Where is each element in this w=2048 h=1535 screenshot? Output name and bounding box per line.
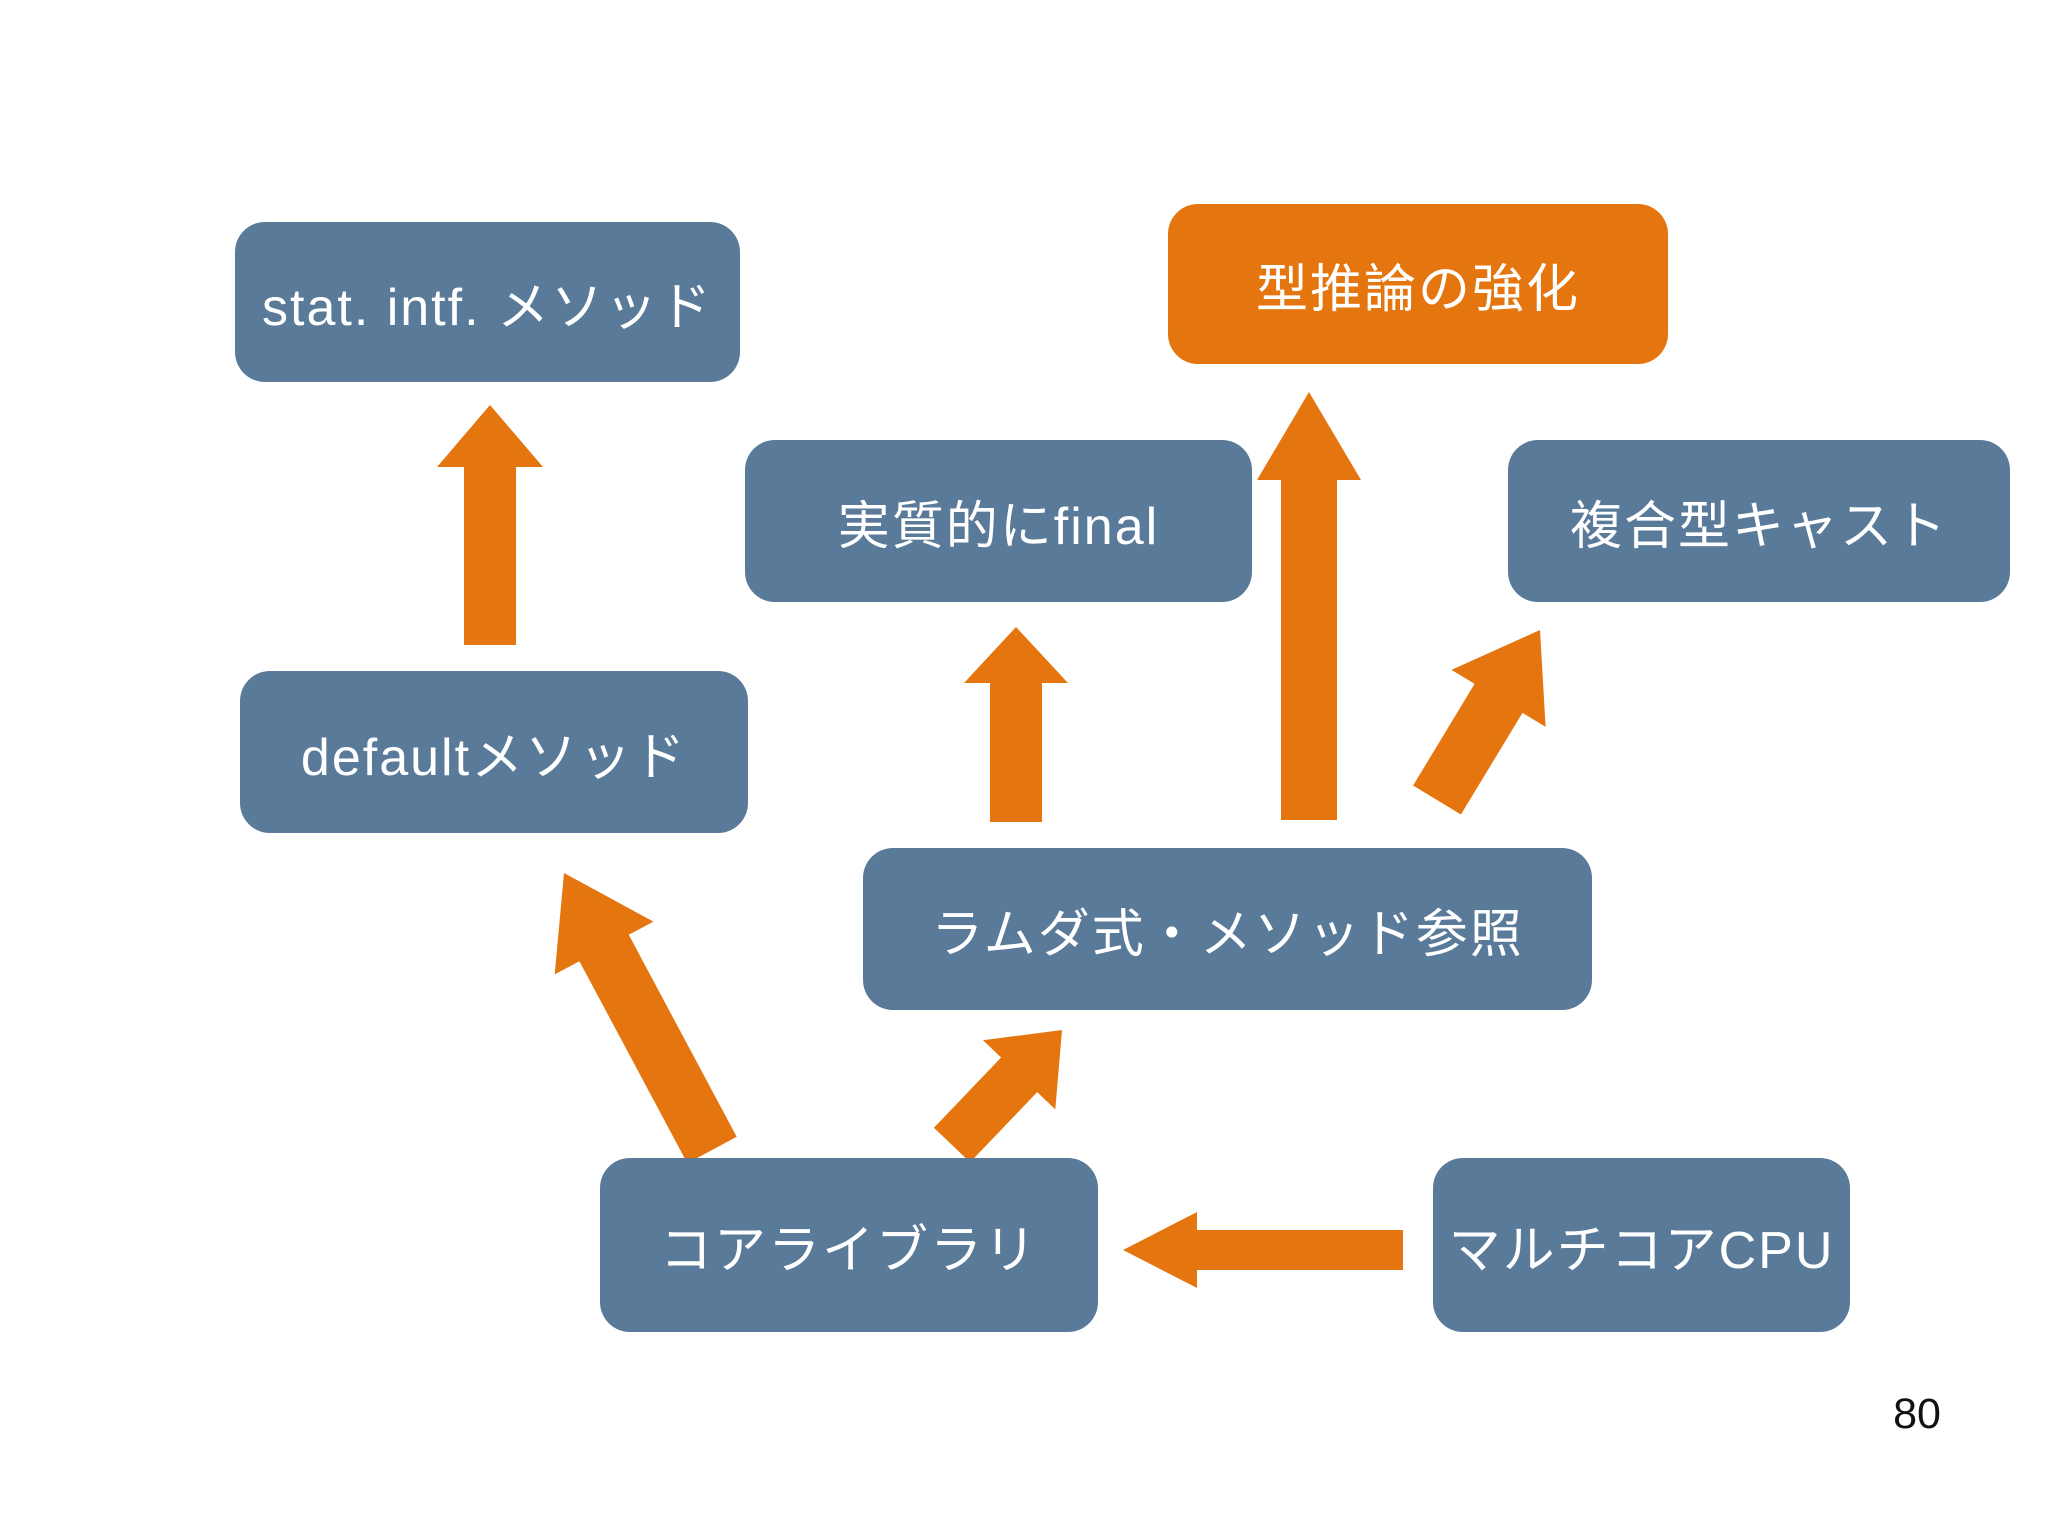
- arrow-lambda-method-ref-to-compound-cast: [1413, 630, 1546, 815]
- node-effectively-final-label: 実質的にfinal: [837, 497, 1160, 556]
- arrow-default-method-to-stat-intf-method: [437, 405, 543, 645]
- arrow-core-library-to-lambda-method-ref: [933, 1030, 1062, 1163]
- node-core-library: コアライブラリ: [600, 1158, 1098, 1332]
- node-effectively-final: 実質的にfinal: [745, 440, 1252, 602]
- node-stat-intf-method: stat. intf. メソッド: [235, 222, 740, 382]
- arrow-core-library-to-default-method: [554, 873, 737, 1164]
- node-multicore-cpu-label: マルチコアCPU: [1448, 1221, 1835, 1280]
- node-type-inference-label: 型推論の強化: [1255, 260, 1580, 319]
- node-compound-cast: 複合型キャスト: [1508, 440, 2010, 602]
- node-default-method-label: defaultメソッド: [300, 728, 688, 787]
- node-multicore-cpu: マルチコアCPU: [1433, 1158, 1850, 1332]
- node-compound-cast-label: 複合型キャスト: [1569, 497, 1948, 556]
- arrow-lambda-method-ref-to-type-inference: [1257, 392, 1361, 820]
- arrow-multicore-cpu-to-core-library: [1123, 1212, 1403, 1288]
- node-lambda-method-ref-label: ラムダ式・メソッド参照: [931, 905, 1524, 964]
- node-type-inference: 型推論の強化: [1168, 204, 1668, 364]
- node-lambda-method-ref: ラムダ式・メソッド参照: [863, 848, 1592, 1010]
- node-default-method: defaultメソッド: [240, 671, 748, 833]
- page-number: 80: [1893, 1390, 1941, 1438]
- node-stat-intf-method-label: stat. intf. メソッド: [262, 278, 713, 337]
- node-core-library-label: コアライブラリ: [659, 1221, 1038, 1280]
- arrow-lambda-method-ref-to-effectively-final: [964, 627, 1068, 822]
